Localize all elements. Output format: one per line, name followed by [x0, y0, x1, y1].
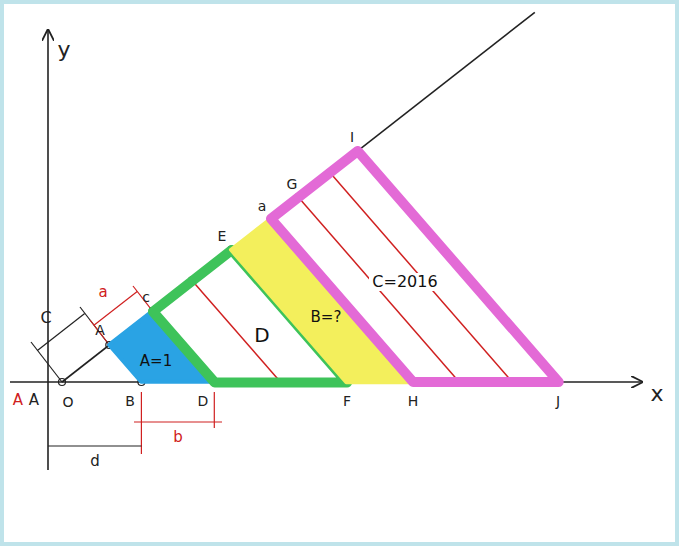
dimension-d [48, 445, 141, 446]
dimension-label: C [38, 309, 53, 327]
dimension-line [134, 421, 222, 422]
extension-line [141, 392, 142, 454]
point-label: B [123, 393, 137, 409]
point-label: c [140, 289, 152, 305]
region-outline [264, 144, 566, 389]
extension-line [31, 342, 62, 382]
axis-name: x [648, 382, 665, 406]
point-label: I [348, 129, 356, 145]
region-label: C=2016 [369, 273, 440, 291]
point-label: D [196, 393, 211, 409]
region-label: D [251, 324, 272, 346]
y-axis [47, 30, 49, 470]
magenta-band: C=2016 [264, 144, 566, 389]
point-label: A [11, 392, 25, 409]
region-label: B=? [308, 309, 345, 326]
point-label: G [285, 176, 300, 192]
region-shape [271, 151, 559, 382]
extension-line [80, 307, 109, 345]
point-label: J [554, 393, 562, 409]
point-label: H [406, 393, 421, 409]
point-label: a [256, 198, 269, 214]
point-label: A [93, 322, 107, 338]
dimension-c [31, 307, 109, 382]
point-label: E [216, 228, 229, 244]
point-label: F [341, 393, 353, 409]
transversal-lines [109, 151, 558, 382]
dimension-label: d [88, 453, 102, 470]
region-label: A=1 [137, 353, 175, 370]
point-marks [59, 148, 563, 386]
axis-name: y [55, 38, 72, 62]
point [59, 379, 66, 386]
dimension-label: a [96, 284, 109, 301]
point-label: O [60, 394, 75, 410]
dimension-label: b [171, 429, 185, 446]
extension-line [90, 320, 109, 345]
point-label: A [27, 392, 41, 409]
dimension-b [134, 392, 222, 454]
